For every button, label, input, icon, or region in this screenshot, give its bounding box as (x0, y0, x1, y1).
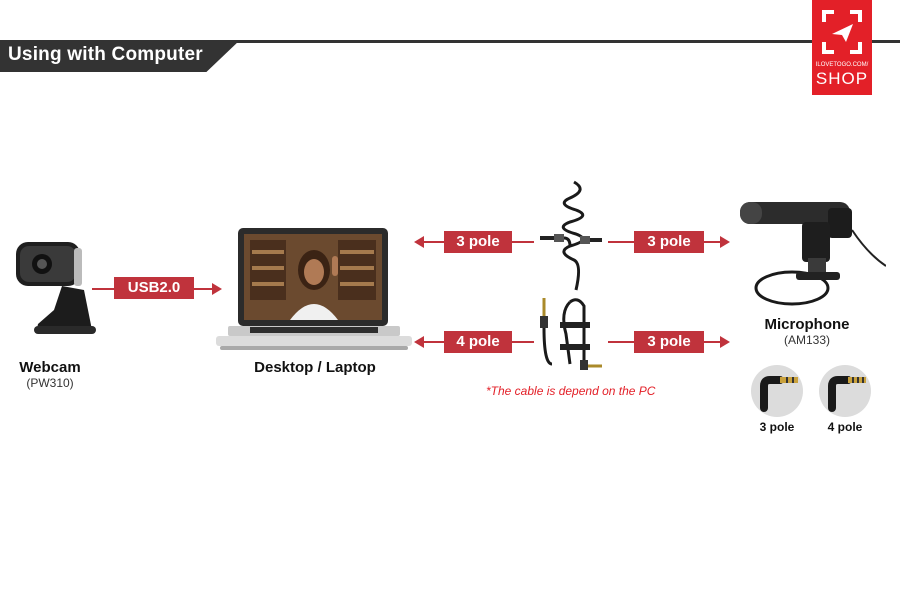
webcam-model: (PW310) (26, 376, 74, 390)
usb-arrow-tail (92, 288, 114, 290)
bottom-left-arrow-tail (512, 341, 534, 343)
top-left-arrow-shaft (424, 241, 444, 243)
header-rule (0, 40, 900, 43)
header-tab (0, 40, 240, 72)
laptop-label: Desktop / Laptop (254, 359, 376, 376)
cable-note: *The cable is depend on the PC (486, 384, 656, 398)
top-right-arrow-shaft (704, 241, 720, 243)
bottom-right-arrow: 3 pole (634, 331, 704, 353)
shop-logo[interactable]: ILOVETOGO.COM/ SHOP (812, 0, 872, 95)
bottom-left-arrow-head-icon (414, 336, 424, 348)
four-pole-plug-icon (819, 365, 871, 417)
microphone-model: (AM133) (783, 333, 830, 347)
logo-frame-icon (822, 10, 862, 54)
coiled-cable-image (540, 180, 602, 291)
logo-shop-text: SHOP (815, 69, 869, 88)
usb-arrow-shaft (194, 288, 212, 290)
logo-url-text: ILOVETOGO.COM/ (815, 62, 869, 68)
bottom-left-arrow-shaft (424, 341, 444, 343)
three-pole-label: 3 pole (759, 420, 795, 434)
microphone-image (740, 202, 886, 306)
top-right-arrow-tail (608, 241, 634, 243)
four-pole-label: 4 pole (827, 420, 863, 434)
usb-arrow: USB2.0 (114, 277, 194, 299)
webcam-image (16, 242, 96, 334)
top-right-arrow: 3 pole (634, 231, 704, 253)
laptop-image (216, 228, 412, 350)
microphone-label: Microphone (764, 316, 850, 333)
splitter-cable-image (540, 298, 602, 370)
usb-arrow-head-icon (212, 283, 222, 295)
top-right-arrow-head-icon (720, 236, 730, 248)
three-pole-plug-icon (751, 365, 803, 417)
bottom-right-arrow-shaft (704, 341, 720, 343)
bottom-right-arrow-tail (608, 341, 634, 343)
top-left-arrow-head-icon (414, 236, 424, 248)
page-title: Using with Computer (8, 44, 203, 65)
top-left-arrow: 3 pole (444, 231, 512, 253)
top-left-arrow-tail (512, 241, 534, 243)
bottom-left-arrow: 4 pole (444, 331, 512, 353)
bottom-right-arrow-head-icon (720, 336, 730, 348)
webcam-label: Webcam (19, 359, 81, 376)
